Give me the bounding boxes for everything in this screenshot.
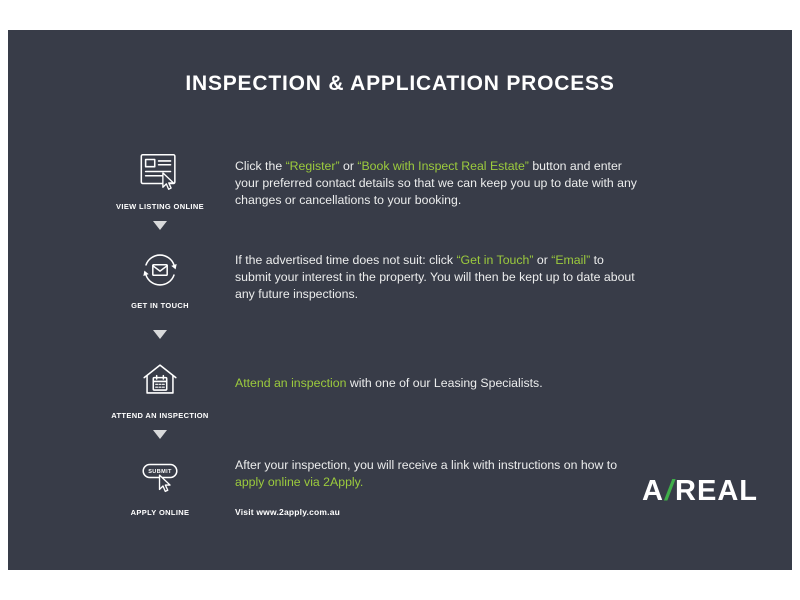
step-description: After your inspection, you will receive … [235,454,637,521]
highlighted-text: “Get in Touch” [456,253,534,267]
body-text: or [339,159,358,173]
process-step: ATTEND AN INSPECTION Attend an inspectio… [8,357,792,420]
down-arrow-icon [98,221,222,230]
step-description: Attend an inspection with one of our Lea… [235,357,637,392]
body-text: If the advertised time does not suit: cl… [235,253,457,267]
step-label: GET IN TOUCH [131,301,189,310]
body-text: button and enter your preferred contact … [235,159,637,207]
logo-word-real: REAL [675,475,758,507]
body-text: Click the [235,159,286,173]
down-arrow-icon [98,430,222,439]
infographic-canvas: INSPECTION & APPLICATION PROCESS VIEW LI… [8,30,792,570]
step-description: If the advertised time does not suit: cl… [235,247,637,303]
step-label: VIEW LISTING ONLINE [116,202,204,211]
step-description: Click the “Register” or “Book with Inspe… [235,148,637,209]
step-icon-block: VIEW LISTING ONLINE [98,148,222,211]
logo-letter-a: A [642,475,664,507]
brand-logo: A/REAL [642,475,758,508]
attend-an-inspection-icon [137,357,183,403]
highlighted-text: apply online via 2Apply. [235,475,364,489]
website-note: Visit www.2apply.com.au [235,507,341,517]
process-step: VIEW LISTING ONLINE Click the “Register”… [8,148,792,211]
highlighted-text: “Email” [551,253,591,267]
view-listing-online-icon [137,148,183,194]
highlighted-text: Attend an inspection [235,376,347,390]
body-text: After your inspection, you will receive … [235,458,618,472]
get-in-touch-icon [137,247,183,293]
body-text: or [533,253,552,267]
step-icon-block: SUBMIT APPLY ONLINE [98,454,222,517]
body-text: to submit your interest in the property.… [235,253,635,301]
svg-text:SUBMIT: SUBMIT [148,469,172,475]
steps-list: VIEW LISTING ONLINE Click the “Register”… [8,30,792,570]
down-arrow-icon [98,330,222,339]
apply-online-icon: SUBMIT [137,454,183,500]
body-text: with one of our Leasing Specialists. [346,376,543,390]
step-icon-block: ATTEND AN INSPECTION [98,357,222,420]
logo-slash-icon: / [664,475,675,507]
process-step: SUBMIT APPLY ONLINE After your inspectio… [8,454,792,521]
step-label: ATTEND AN INSPECTION [111,411,209,420]
step-label: APPLY ONLINE [130,508,190,517]
highlighted-text: “Register” [285,159,340,173]
highlighted-text: “Book with Inspect Real Estate” [357,159,529,173]
page-title: INSPECTION & APPLICATION PROCESS [185,72,615,95]
step-icon-block: GET IN TOUCH [98,247,222,310]
process-step: GET IN TOUCH If the advertised time does… [8,247,792,310]
